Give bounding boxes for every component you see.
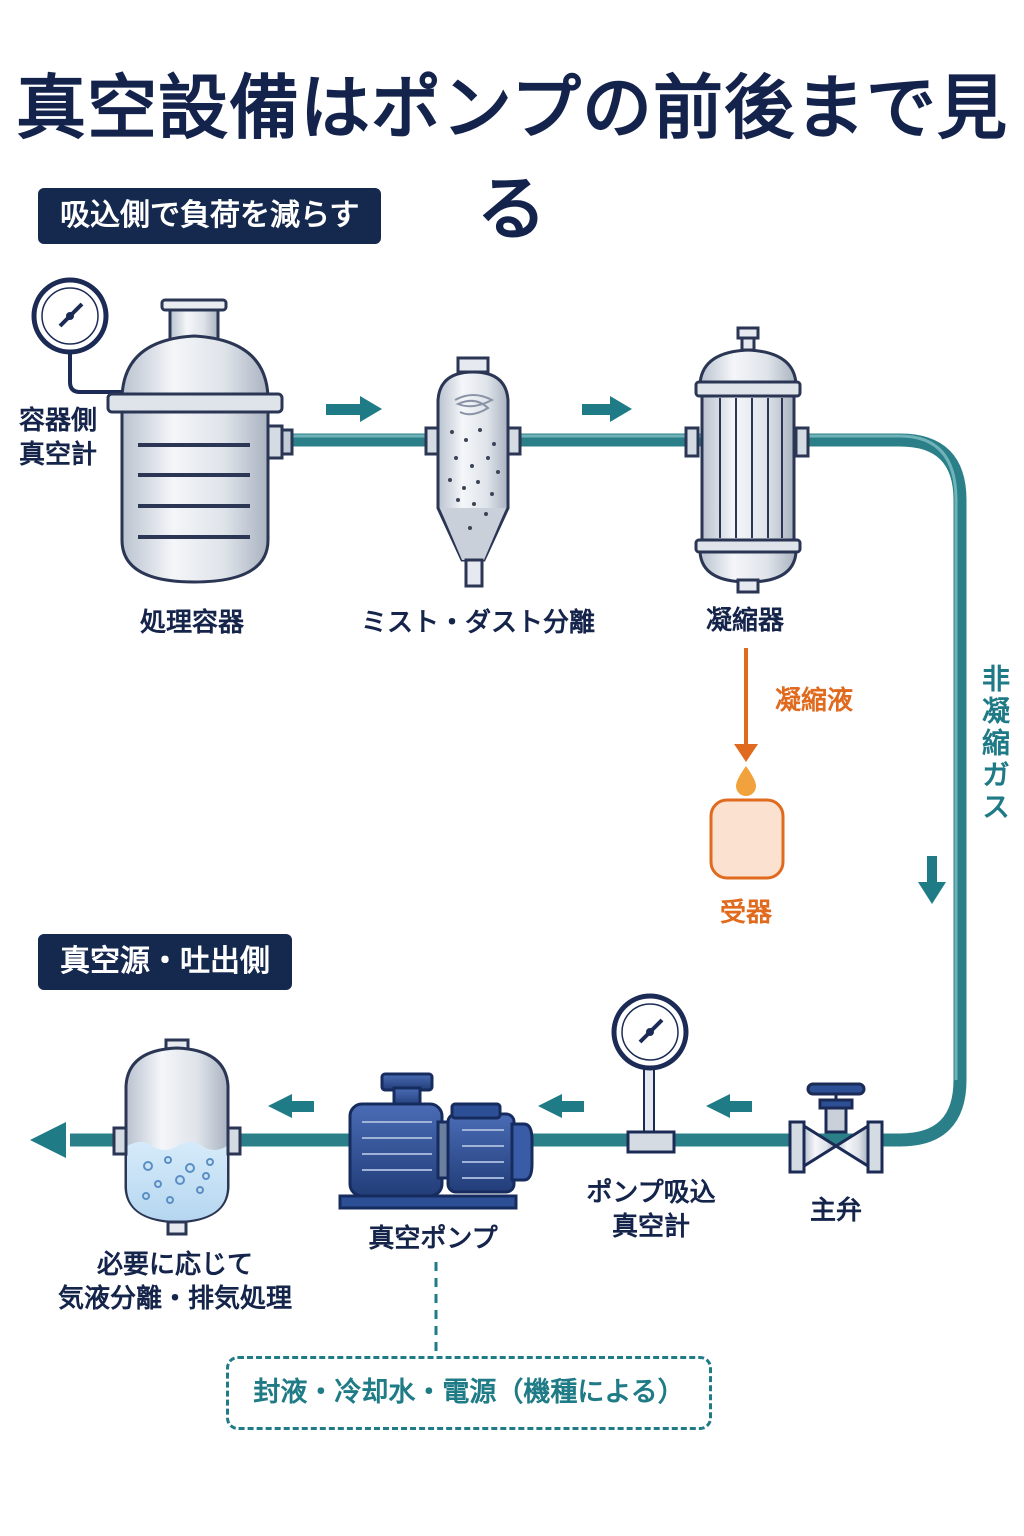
receiver-label: 受器 xyxy=(719,898,772,928)
section-source-side: 真空源・吐出側 xyxy=(38,934,292,990)
flow-arrow-left-3 xyxy=(268,1094,314,1118)
exhaust-treatment-label: 必要に応じて 気液分離・排気処理 xyxy=(57,1250,292,1314)
flow-arrow-left-2 xyxy=(538,1094,584,1118)
exhaust-separator-icon xyxy=(112,1038,242,1236)
vacuum-pump-icon xyxy=(338,1072,534,1210)
separator-icon xyxy=(424,356,522,588)
vessel-gauge-label: 容器側 真空計 xyxy=(18,406,97,470)
process-vessel-label: 処理容器 xyxy=(139,608,244,638)
vacuum-pump-label: 真空ポンプ xyxy=(368,1224,498,1254)
condensate-line xyxy=(734,648,758,796)
pump-gauge-label: ポンプ吸込 真空計 xyxy=(586,1178,716,1242)
pipe-highlight xyxy=(278,434,958,1080)
receiver-icon xyxy=(709,798,785,880)
vessel-gauge-icon xyxy=(31,277,122,394)
flow-arrow-2 xyxy=(582,396,632,422)
section-suction-side: 吸込側で負荷を減らす xyxy=(38,188,382,244)
main-valve-label: 主弁 xyxy=(809,1196,862,1226)
exhaust-arrow-icon xyxy=(30,1122,66,1158)
separator-particles xyxy=(448,428,500,530)
flow-arrow-1 xyxy=(326,396,382,422)
page-title: 真空設備はポンプの前後まで見る xyxy=(16,67,1008,250)
non-condensable-gas-label: 非凝縮ガス xyxy=(978,664,1011,824)
main-valve-icon xyxy=(788,1082,884,1174)
pump-gauge-icon xyxy=(611,993,689,1154)
condenser-icon xyxy=(684,326,810,594)
separator-label: ミスト・ダスト分離 xyxy=(360,608,595,638)
condenser-label: 凝縮器 xyxy=(705,606,784,636)
process-vessel-icon xyxy=(106,298,294,584)
condensate-label: 凝縮液 xyxy=(774,686,853,716)
flow-arrow-left-1 xyxy=(706,1094,752,1118)
flow-arrow-down xyxy=(918,856,946,904)
utilities-box: 封液・冷却水・電源（機種による） xyxy=(226,1356,712,1430)
bubbles xyxy=(142,1156,214,1204)
